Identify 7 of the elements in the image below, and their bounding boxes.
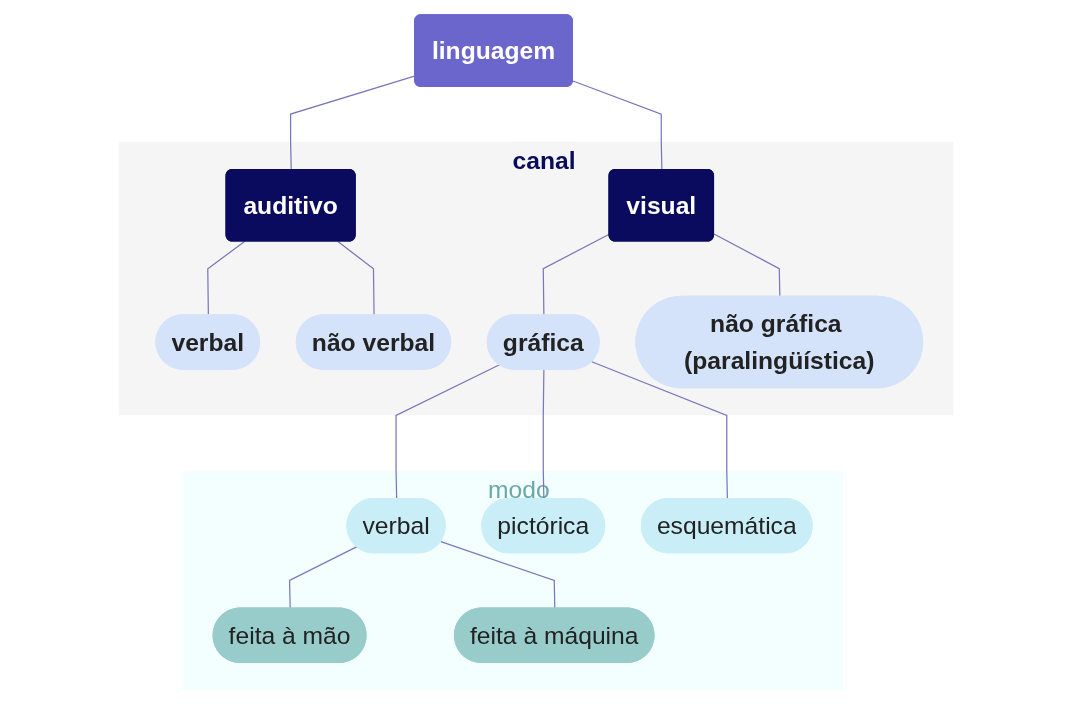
connector	[572, 80, 663, 171]
connector	[713, 233, 781, 298]
connector	[591, 361, 729, 500]
connector	[440, 540, 556, 610]
connector	[543, 369, 545, 500]
connector	[289, 546, 359, 610]
connector	[395, 364, 501, 500]
